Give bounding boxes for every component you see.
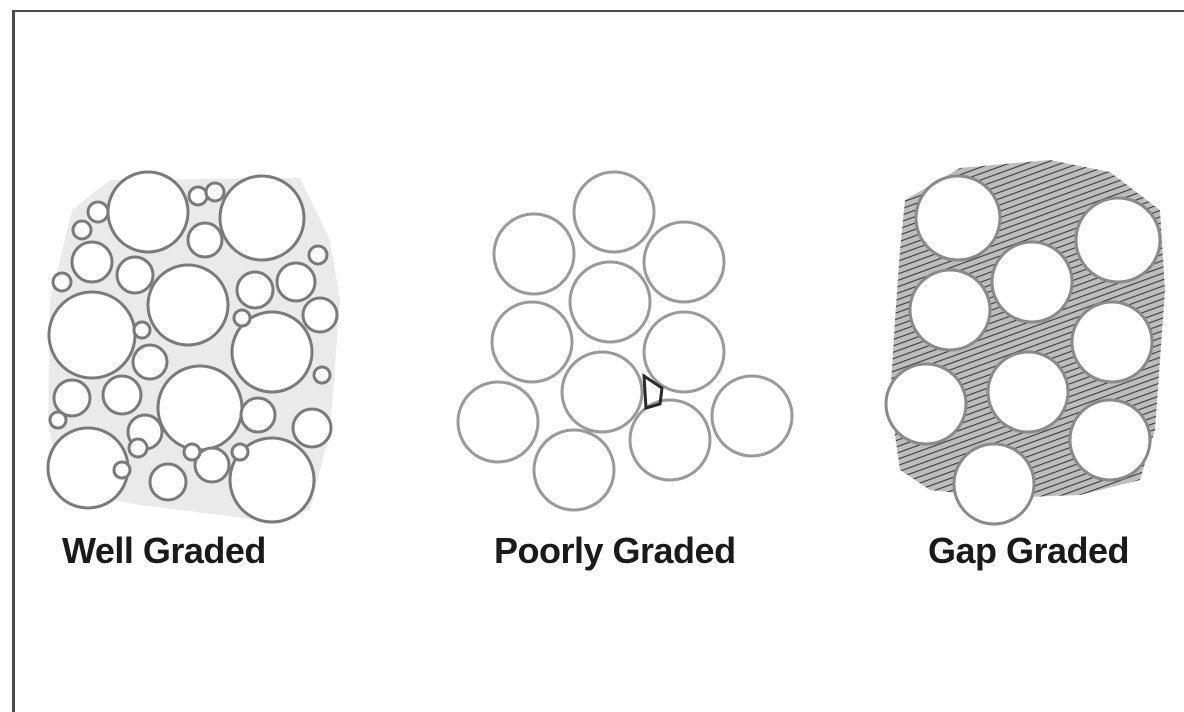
particle-large	[108, 172, 188, 252]
particle-small	[114, 462, 130, 478]
particle-uniform	[644, 222, 724, 302]
well-graded-packing	[48, 172, 340, 522]
particle-uniform	[562, 352, 642, 432]
particle-medium	[237, 272, 273, 308]
particle-large	[148, 265, 228, 345]
particle-small	[234, 310, 250, 326]
particle-small	[314, 367, 330, 383]
particle-small	[50, 412, 66, 428]
particle-uniform	[494, 214, 574, 294]
particle-medium	[103, 376, 141, 414]
poorly-graded-label: Poorly Graded	[494, 530, 736, 586]
particle-medium	[293, 409, 331, 447]
particle-small	[309, 246, 327, 264]
particle-small	[73, 221, 91, 239]
particle-medium	[54, 380, 90, 416]
poorly-graded-packing	[458, 172, 792, 510]
particle-large	[992, 242, 1072, 322]
particle-small	[88, 202, 108, 222]
particle-large	[1070, 400, 1150, 480]
gap-graded-packing	[886, 160, 1165, 524]
particle-medium	[72, 242, 112, 282]
particle-small	[53, 273, 71, 291]
particle-small	[184, 444, 200, 460]
particle-large	[910, 270, 990, 350]
particle-uniform	[570, 262, 650, 342]
particle-medium	[303, 298, 337, 332]
particle-small	[206, 183, 224, 201]
particle-large	[916, 176, 1000, 260]
particle-uniform	[644, 312, 724, 392]
particle-large	[1072, 302, 1152, 382]
particle-medium	[188, 223, 222, 257]
particle-large	[988, 352, 1068, 432]
particle-large	[954, 444, 1034, 524]
particle-small	[129, 439, 147, 457]
particle-uniform	[712, 376, 792, 456]
particle-medium	[117, 257, 153, 293]
particle-large	[1076, 198, 1160, 282]
particle-large	[220, 176, 304, 260]
particle-uniform	[458, 382, 538, 462]
particle-large	[886, 364, 966, 444]
particle-medium	[150, 464, 186, 500]
particle-medium	[241, 398, 275, 432]
particle-uniform	[492, 302, 572, 382]
particle-large	[49, 292, 135, 378]
particle-uniform	[574, 172, 654, 252]
particle-medium	[133, 345, 167, 379]
well-graded-label: Well Graded	[62, 530, 266, 586]
particle-small	[232, 444, 248, 460]
particle-medium	[277, 263, 315, 301]
particle-uniform	[630, 400, 710, 480]
particle-uniform	[534, 430, 614, 510]
particle-large	[158, 366, 242, 450]
particle-small	[134, 322, 150, 338]
particle-small	[189, 187, 207, 205]
gap-graded-label: Gap Graded	[928, 530, 1129, 586]
